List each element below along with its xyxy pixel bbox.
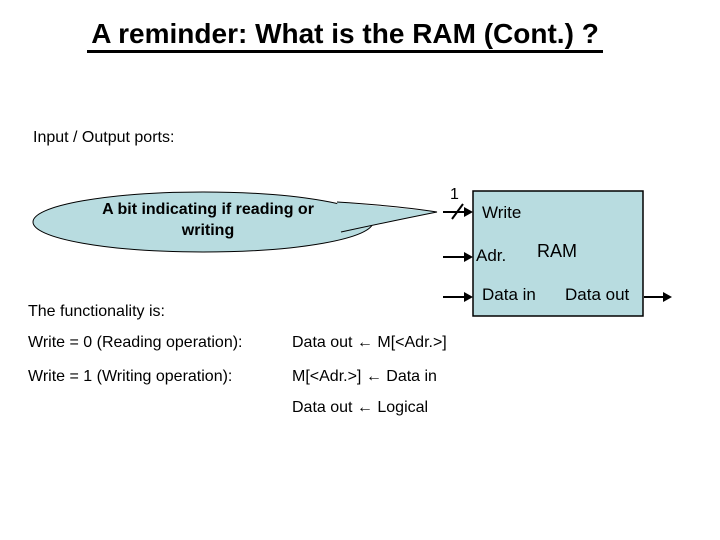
functionality-heading: The functionality is: [28, 303, 165, 320]
func-row2-condition: Write = 1 (Writing operation): [28, 368, 233, 385]
func-row2-action: M[<Adr.>] ← Data in [292, 368, 437, 385]
callout-text-line2: writing [181, 222, 235, 239]
data-out-arrow [644, 292, 672, 302]
func-row1-action: Data out ← M[<Adr.>] [292, 334, 447, 351]
callout-tail [337, 202, 437, 232]
slide-title-text: A reminder: What is the RAM (Cont.) ? [87, 19, 603, 53]
ram-adr-label: Adr. [476, 246, 507, 265]
callout-tail-outline [336, 201, 438, 233]
callout-text: A bit indicating if reading or writing [58, 199, 358, 241]
callout-text-line1: A bit indicating if reading or [102, 201, 314, 218]
write-arrow [443, 203, 473, 220]
ram-write-label: Write [482, 203, 522, 222]
bus-width-slash [451, 203, 464, 220]
ram-box [472, 190, 644, 317]
slide-title: A reminder: What is the RAM (Cont.) ? [0, 19, 690, 53]
data-in-arrow [443, 292, 473, 302]
func-row3-action: Data out ← Logical [292, 399, 429, 416]
ram-data-in-label: Data in [482, 285, 536, 304]
ram-name-label: RAM [537, 241, 577, 261]
func-row1-condition: Write = 0 (Reading operation): [28, 334, 243, 351]
adr-arrow [443, 252, 473, 262]
io-ports-label: Input / Output ports: [33, 129, 175, 146]
ram-data-out-label: Data out [565, 285, 630, 304]
bus-width-label: 1 [450, 186, 459, 203]
